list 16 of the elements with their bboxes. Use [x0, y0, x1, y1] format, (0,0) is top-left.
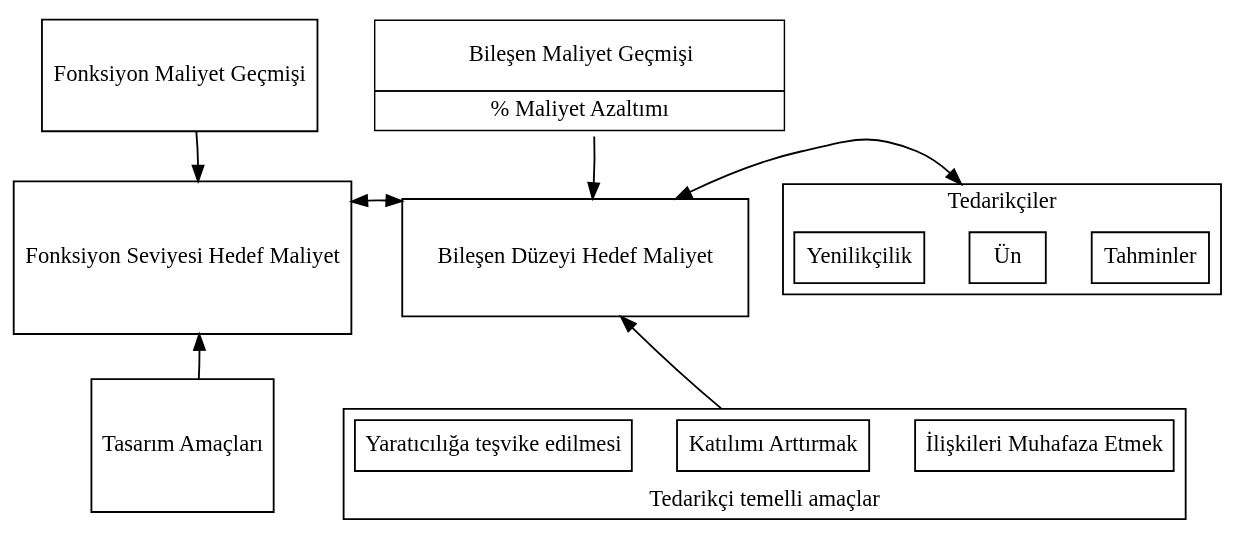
arrow	[348, 193, 405, 207]
node-box: Yaratıcılığa teşvike edilmesi	[354, 418, 633, 472]
arrow	[587, 135, 601, 201]
node-box: Tahminler	[1090, 230, 1210, 284]
node-box: Fonksiyon Maliyet Geçmişi	[41, 18, 319, 132]
arrow	[192, 331, 207, 380]
node-box: Tasarım Amaçları	[90, 377, 275, 513]
node-box: Yenilikçilik	[793, 230, 926, 284]
node-box: Fonksiyon Seviyesi Hedef Maliyet	[12, 179, 353, 335]
node-box: Bileşen Düzeyi Hedef Maliyet	[401, 197, 750, 317]
node-box: Katılımı Arttırmak	[676, 418, 871, 472]
node-box: İlişkileri Muhafaza Etmek	[914, 418, 1175, 472]
node-box: Ün	[968, 230, 1047, 284]
arrow	[673, 138, 964, 200]
arrow	[619, 314, 723, 410]
arrow	[191, 130, 205, 184]
